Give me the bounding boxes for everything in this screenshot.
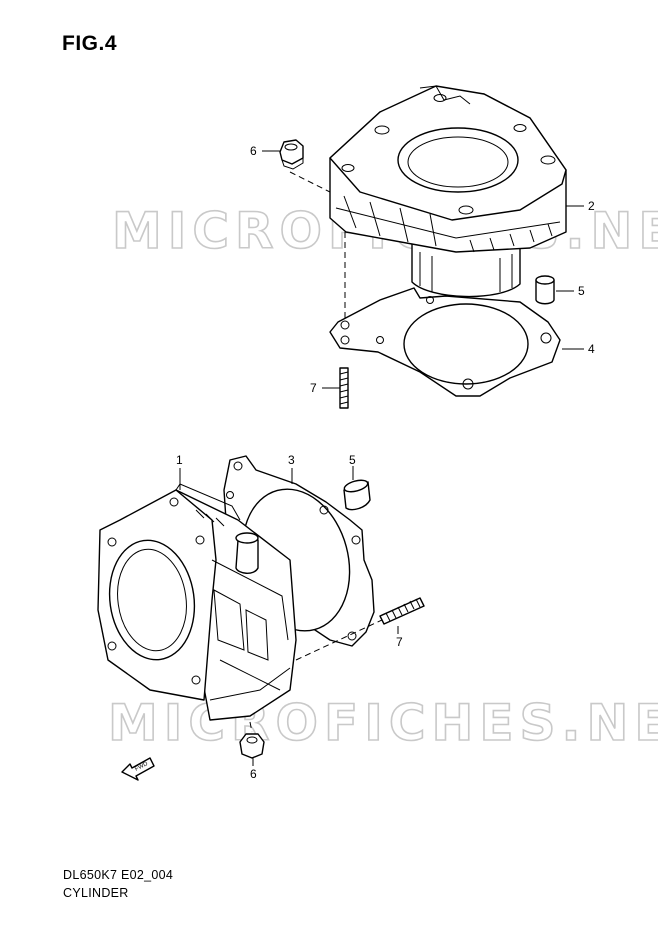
dowel-top[interactable] xyxy=(535,275,555,305)
callout-3: 3 xyxy=(288,453,295,467)
leader-nut-bottom-dash xyxy=(249,721,253,733)
gasket-top[interactable] xyxy=(329,287,561,397)
callout-5-top: 5 xyxy=(578,284,585,298)
callout-6-bottom: 6 xyxy=(250,767,257,781)
flange-nut-bottom[interactable] xyxy=(239,733,265,759)
callout-2: 2 xyxy=(588,199,595,213)
leader-nut-top-dash xyxy=(289,171,331,193)
stud-top[interactable] xyxy=(339,367,349,409)
cylinder-bottom[interactable] xyxy=(97,483,297,721)
stud-bottom[interactable] xyxy=(379,597,425,625)
diagram-code: DL650K7 E02_004 xyxy=(63,868,174,882)
figure-title: FIG.4 xyxy=(62,32,118,55)
callout-5-bottom: 5 xyxy=(349,453,356,467)
leader-stud-bottom-dash xyxy=(295,619,383,661)
flange-nut-top[interactable] xyxy=(279,139,304,170)
dowel-bottom[interactable] xyxy=(343,478,371,511)
watermark-bottom: MICROFICHES.NET xyxy=(108,694,658,752)
callout-7-bottom: 7 xyxy=(396,635,403,649)
callout-4: 4 xyxy=(588,342,595,356)
fwd-arrow-icon: FWD xyxy=(121,757,155,781)
cylinder-top[interactable] xyxy=(329,85,567,298)
callout-6-top: 6 xyxy=(250,144,257,158)
callout-1: 1 xyxy=(176,453,183,467)
diagram-caption: CYLINDER xyxy=(63,886,129,900)
callout-7-top: 7 xyxy=(310,381,317,395)
